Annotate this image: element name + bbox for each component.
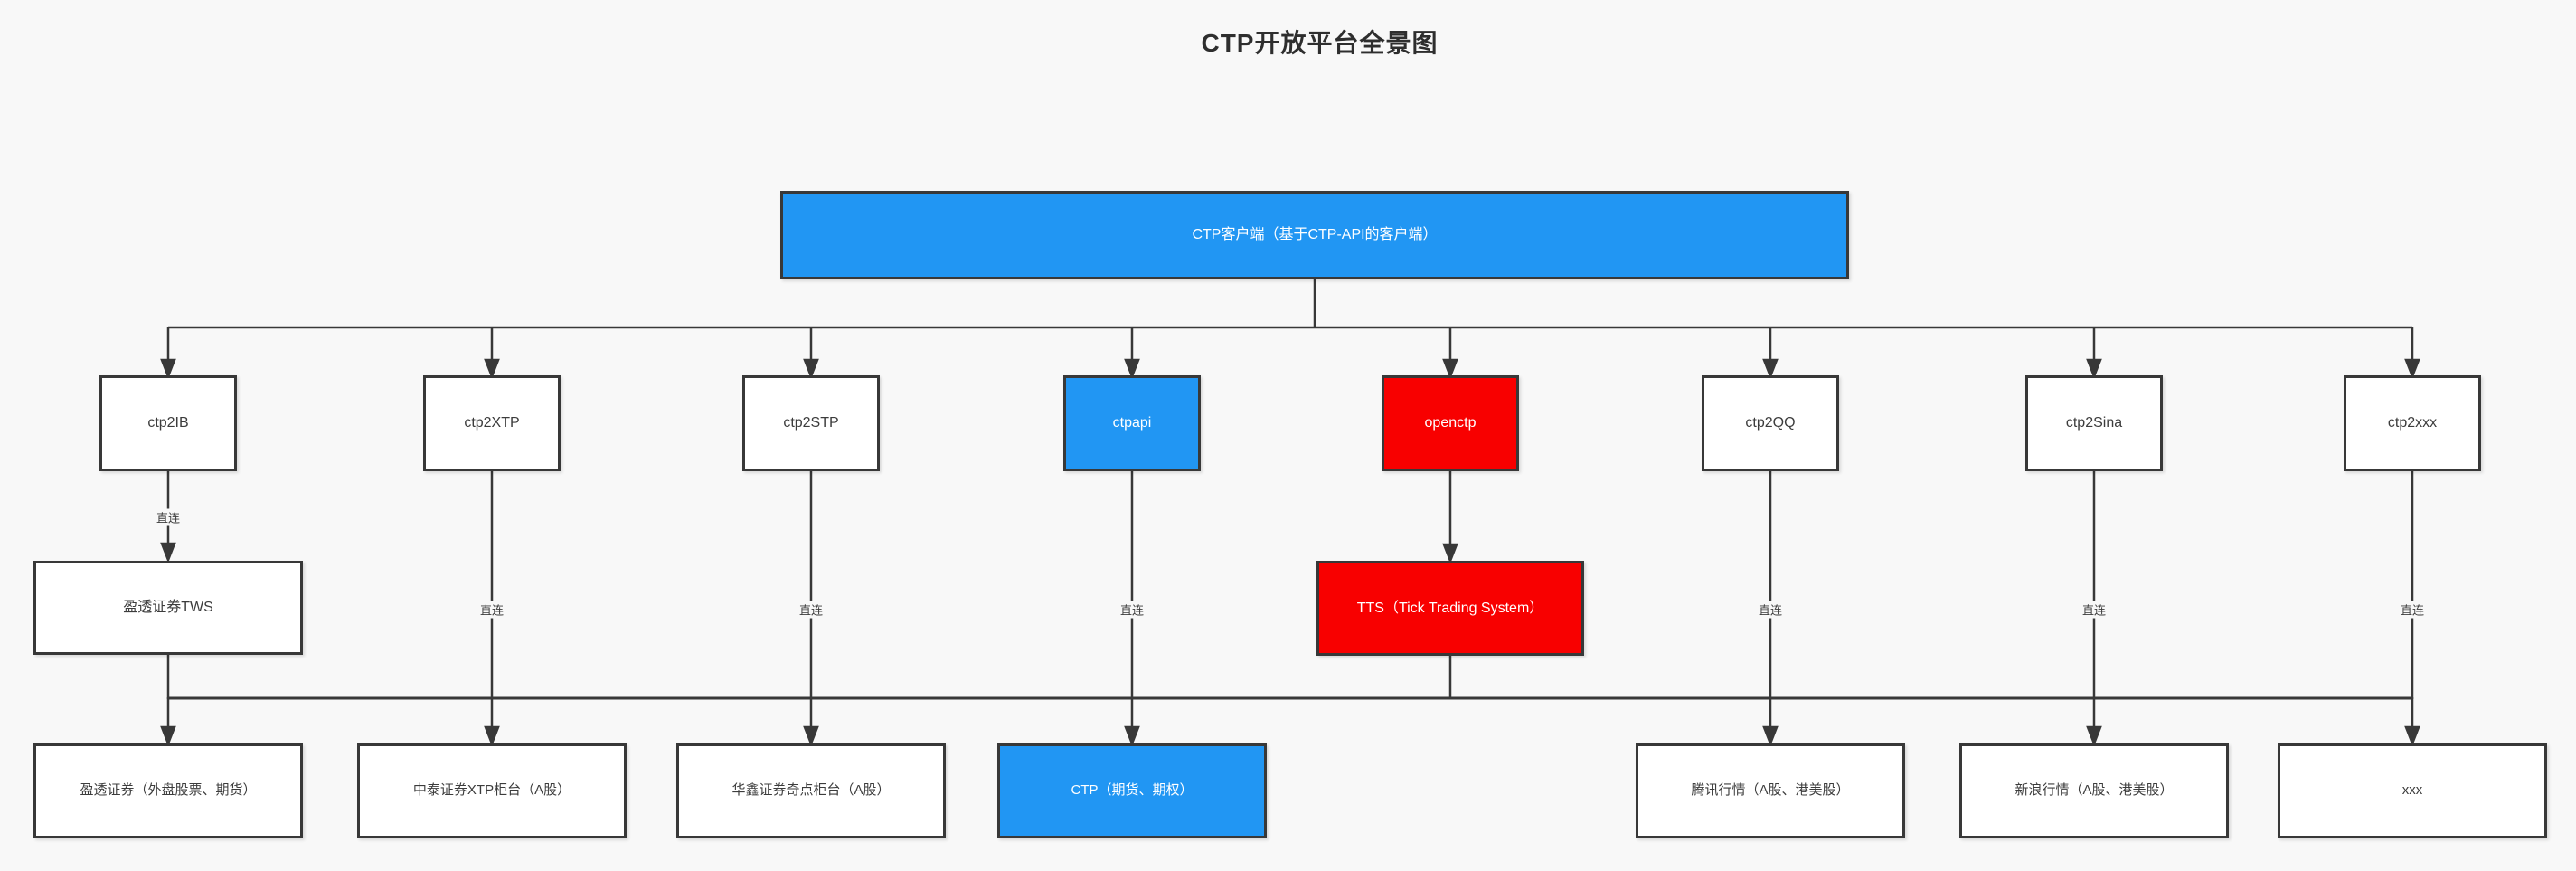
edge-label-direct-connect: 直连: [1118, 601, 1146, 619]
connector-rail-to-ctp2sina: [2086, 327, 2102, 380]
edge-label-direct-connect: 直连: [2398, 601, 2427, 619]
connector-ctp2ib-to-tws: [160, 471, 176, 563]
edge-label-direct-connect: 直连: [1756, 601, 1785, 619]
node-ctp-client: CTP客户端（基于CTP-API的客户端）: [780, 191, 1849, 279]
connector-rail-to-ctpapi: [1124, 327, 1140, 380]
connector-rail-to-ctp2xtp: [484, 327, 500, 380]
node-tencent-quotes: 腾讯行情（A股、港美股）: [1636, 743, 1905, 838]
connector-bus-to-xxx: [2404, 697, 2420, 747]
node-ctp2xtp: ctp2XTP: [423, 375, 561, 471]
connector-bus-to-huaxin: [803, 697, 819, 747]
node-yingtou-backend: 盈透证券（外盘股票、期货）: [33, 743, 303, 838]
connector-bus-to-sina: [2086, 697, 2102, 747]
connector-bus-to-yingtou: [160, 697, 176, 747]
node-ctp2ib: ctp2IB: [99, 375, 237, 471]
node-zhongtai-xtp: 中泰证券XTP柜台（A股）: [357, 743, 627, 838]
connector-rail-to-ctp2ib: [160, 327, 176, 380]
node-ctp2qq: ctp2QQ: [1702, 375, 1839, 471]
node-ctpapi: ctpapi: [1063, 375, 1201, 471]
edge-label-direct-connect: 直连: [2080, 601, 2109, 619]
node-yingtou-tws: 盈透证券TWS: [33, 561, 303, 655]
edge-label-direct-connect: 直连: [477, 601, 506, 619]
connector-rail-to-openctp: [1442, 327, 1458, 380]
node-ctp2xxx: ctp2xxx: [2344, 375, 2481, 471]
connector-bus-to-zhongtai: [484, 697, 500, 747]
edge-label-direct-connect: 直连: [154, 508, 183, 526]
connector-rail-to-ctp2qq: [1762, 327, 1779, 380]
node-sina-quotes: 新浪行情（A股、港美股）: [1959, 743, 2229, 838]
node-ctp2stp: ctp2STP: [742, 375, 880, 471]
node-openctp: openctp: [1382, 375, 1519, 471]
node-xxx: xxx: [2278, 743, 2547, 838]
diagram-title: CTP开放平台全景图: [1201, 29, 1439, 57]
connector-rail-to-ctp2xxx: [2404, 327, 2420, 380]
node-huaxin-qidian: 华鑫证券奇点柜台（A股）: [676, 743, 946, 838]
node-tts: TTS（Tick Trading System）: [1316, 561, 1584, 656]
connector-openctp-to-tts: [1442, 471, 1458, 564]
node-ctp2sina: ctp2Sina: [2025, 375, 2163, 471]
node-ctp-backend: CTP（期货、期权）: [997, 743, 1267, 838]
connector-rail-to-ctp2stp: [803, 327, 819, 380]
connector-bus-to-ctp: [1124, 697, 1140, 747]
edge-label-direct-connect: 直连: [797, 601, 826, 619]
connector-bus-to-tencent: [1762, 697, 1779, 747]
